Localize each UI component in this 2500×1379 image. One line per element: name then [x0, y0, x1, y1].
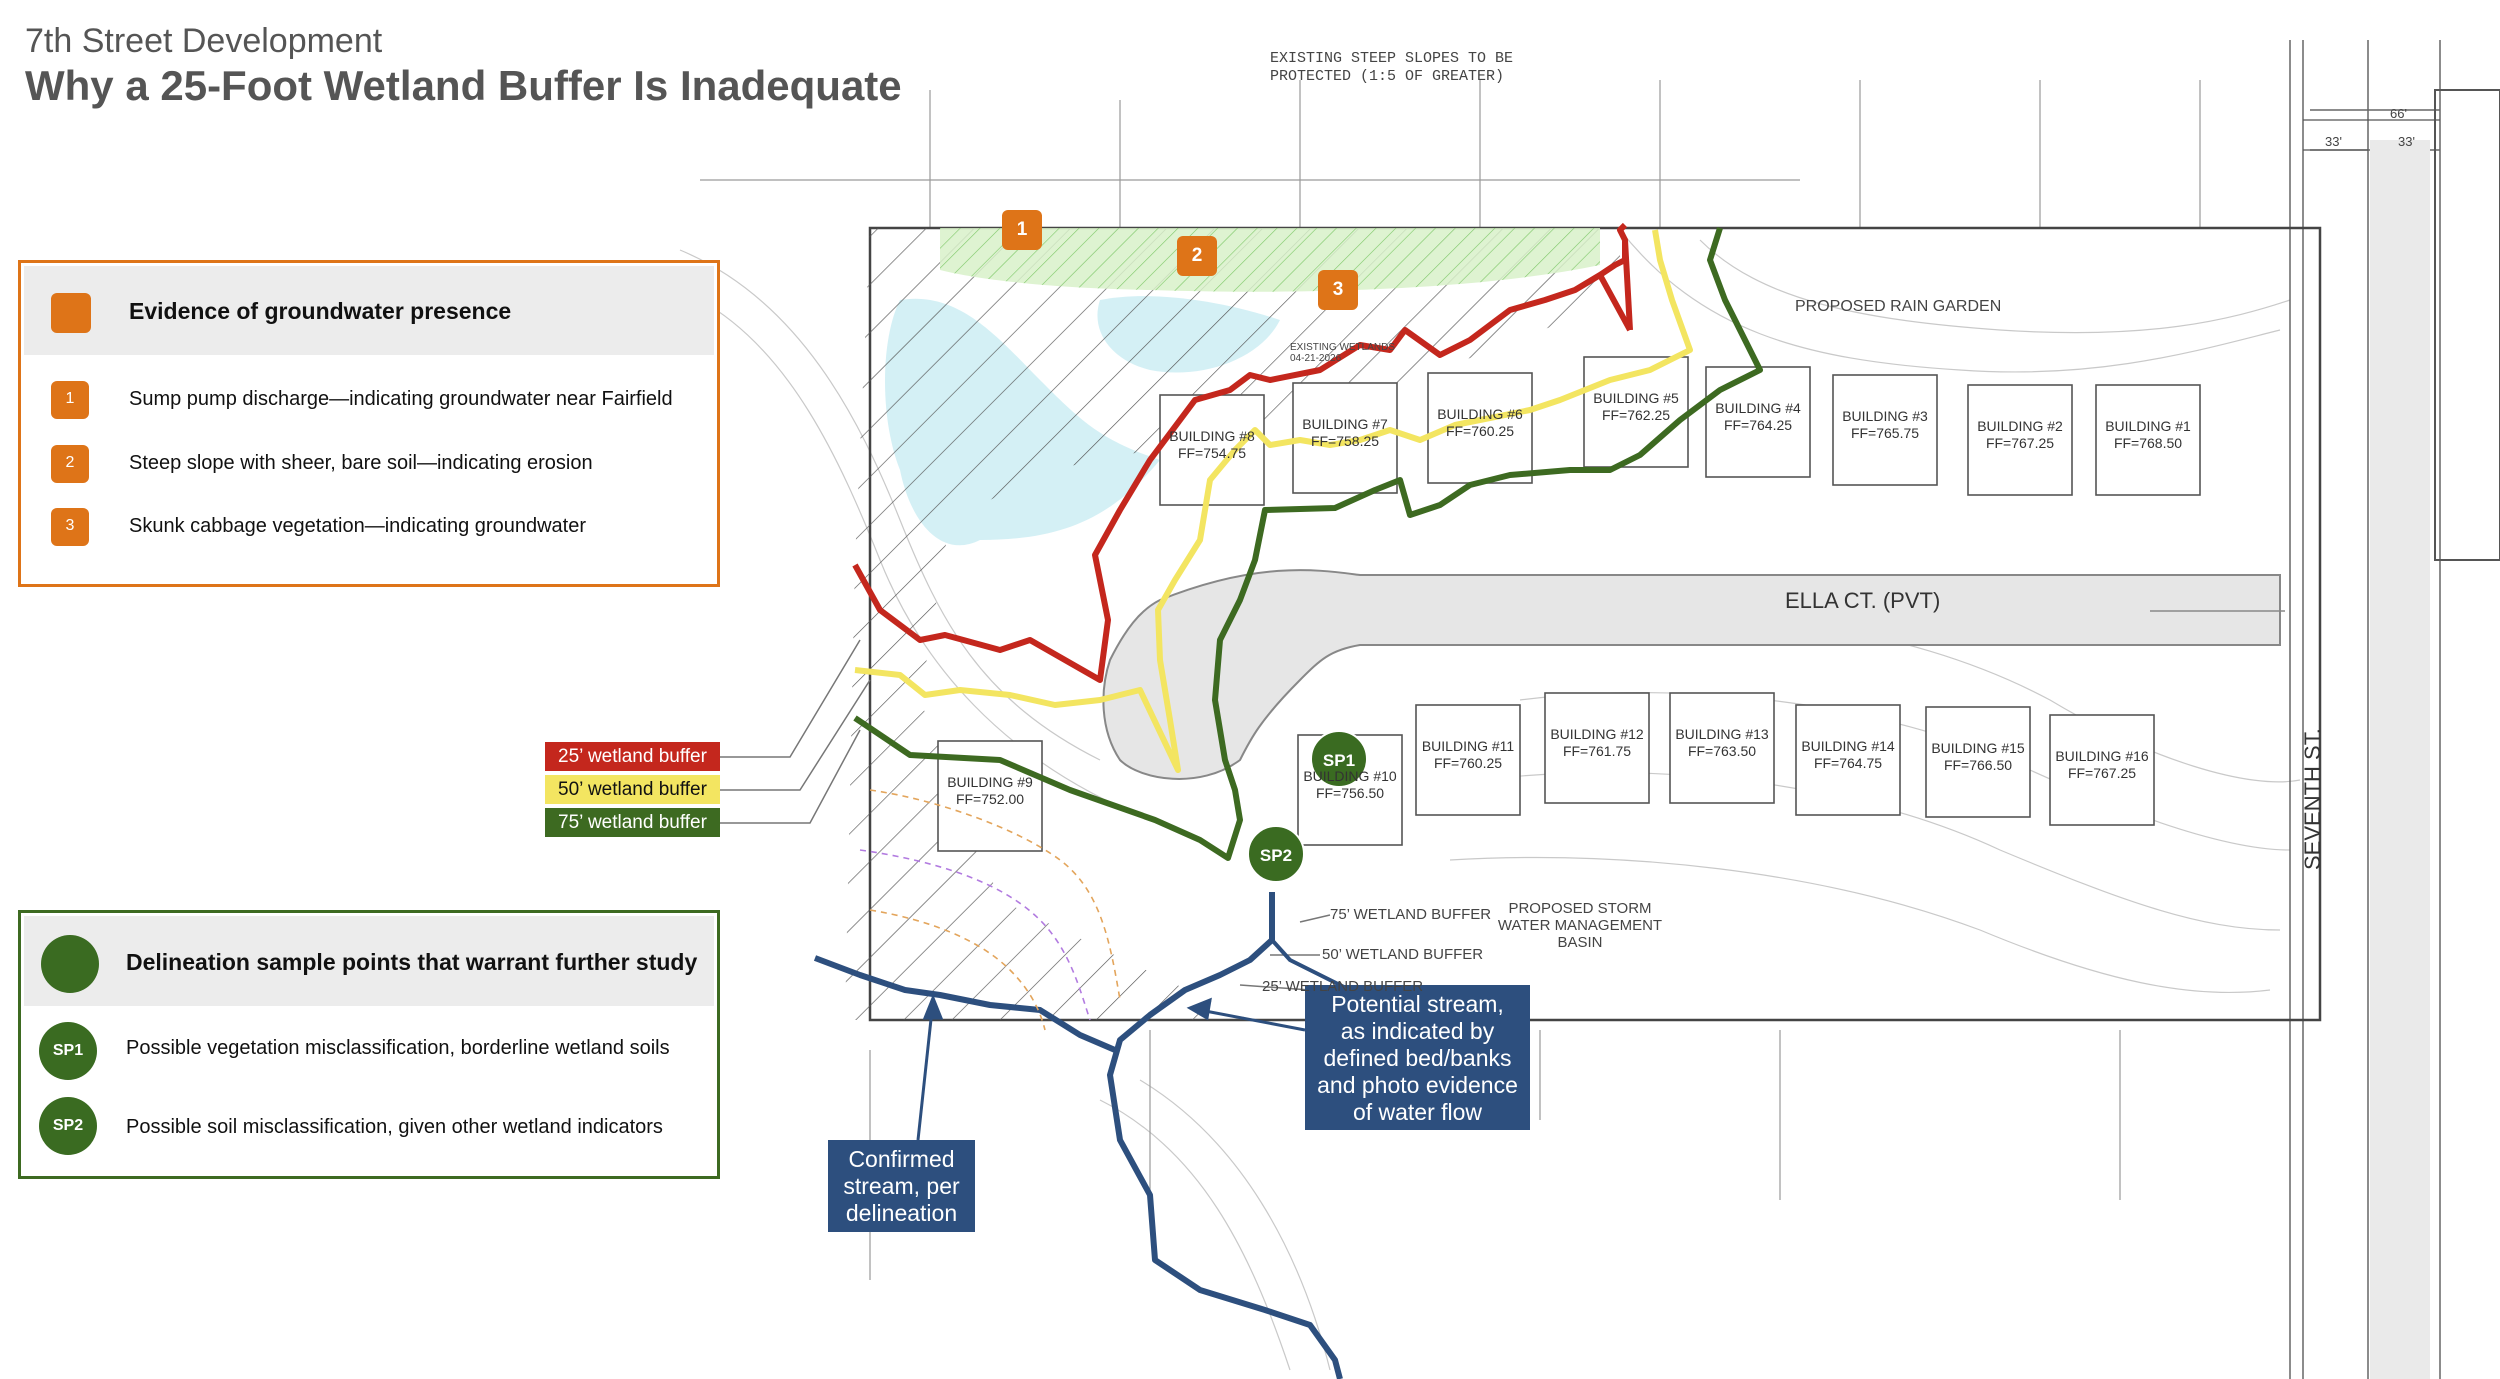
plan-buffer-label-75: 75’ WETLAND BUFFER: [1330, 906, 1492, 923]
sample-item-sp1-marker: SP1: [39, 1022, 97, 1080]
building-footprint: [1925, 706, 2031, 818]
lot-lines: [700, 80, 2201, 1280]
groundwater-legend-swatch: [51, 293, 91, 333]
buffer-line-50ft: [854, 229, 1693, 773]
buffer-legend-25ft: 25’ wetland buffer: [545, 742, 720, 771]
misc-dashed-lines: [859, 789, 1121, 1031]
sample-item-sp2-marker: SP2: [39, 1097, 97, 1155]
groundwater-item-2-text: Steep slope with sheer, bare soil—indica…: [129, 452, 593, 474]
rain-garden-label: PROPOSED RAIN GARDEN: [1795, 298, 2002, 315]
sample-point-sp1: SP1: [1310, 730, 1368, 788]
sample-item-sp1-text: Possible vegetation misclassification, b…: [126, 1037, 670, 1059]
dim-33-left: 33': [2325, 134, 2342, 149]
building-footprint: [2095, 384, 2201, 496]
potential-stream-callout: Potential stream, as indicated by define…: [1305, 985, 1530, 1130]
confirmed-stream-line: [813, 955, 1117, 1053]
building-footprint: [1544, 692, 1650, 804]
groundwater-item-2-marker: 2: [51, 445, 89, 483]
sample-legend-header: [24, 916, 714, 1006]
buffer-line-25ft-top: [1597, 273, 1633, 332]
callout-arrows: [916, 993, 1306, 1141]
sample-item-sp2-text: Possible soil misclassification, given o…: [126, 1116, 663, 1138]
steep-slopes-label: EXISTING STEEP SLOPES TO BE PROTECTED (1…: [1270, 50, 1514, 85]
buffer-legend-75ft: 75’ wetland buffer: [545, 808, 720, 837]
building-footprint: [1795, 704, 1901, 816]
seventh-street-pavement: [2370, 140, 2430, 1379]
dim-66: 66': [2390, 106, 2407, 121]
groundwater-marker-2: 2: [1177, 236, 1217, 276]
sample-legend-heading: Delineation sample points that warrant f…: [126, 949, 698, 975]
building-footprint: [2049, 714, 2155, 826]
sample-legend-swatch: [41, 935, 99, 993]
groundwater-legend-header: [24, 266, 714, 355]
groundwater-legend-panel: Evidence of groundwater presence 1 Sump …: [18, 260, 720, 587]
buffer-legend-50ft: 50’ wetland buffer: [545, 775, 720, 804]
subtitle: 7th Street Development: [25, 22, 383, 60]
sample-legend-panel: Delineation sample points that warrant f…: [18, 910, 720, 1179]
street-label: SEVENTH ST.: [2300, 728, 2325, 870]
wetland-label: EXISTING WETLANDS 04-21-2026: [1290, 342, 1396, 364]
groundwater-item-1-text: Sump pump discharge—indicating groundwat…: [129, 388, 673, 410]
plan-buffer-label-50: 50’ WETLAND BUFFER: [1322, 946, 1484, 963]
confirmed-stream-callout: Confirmed stream, per delineation: [828, 1140, 975, 1232]
seventh-street: [2289, 40, 2441, 1379]
buffer-leader-lines: [720, 639, 1331, 991]
potential-stream-line: [1107, 892, 1343, 1379]
storm-basin-label: PROPOSED STORM WATER MANAGEMENT BASIN: [1497, 900, 1663, 951]
building-footprint: [1832, 374, 1938, 486]
building-footprint: [1159, 394, 1265, 506]
groundwater-item-3-text: Skunk cabbage vegetation—indicating grou…: [129, 515, 586, 537]
page-title: Why a 25-Foot Wetland Buffer Is Inadequa…: [25, 62, 902, 109]
building-footprint: [1415, 704, 1521, 816]
groundwater-item-3-marker: 3: [51, 508, 89, 546]
building-footprint: [1292, 382, 1398, 494]
building-footprint: [1669, 692, 1775, 804]
ella-ct-road: [1102, 569, 2281, 780]
buffer-line-25ft: [852, 222, 1633, 683]
plan-buffer-label-25: 25’ WETLAND BUFFER: [1262, 978, 1424, 995]
groundwater-item-1-marker: 1: [51, 381, 89, 419]
groundwater-marker-3: 3: [1318, 270, 1358, 310]
road-label: ELLA CT. (PVT): [1785, 588, 1941, 613]
groundwater-marker-1: 1: [1002, 210, 1042, 250]
adjacent-lot: [2434, 89, 2500, 561]
dim-33-right: 33': [2398, 134, 2415, 149]
groundwater-legend-heading: Evidence of groundwater presence: [129, 298, 512, 324]
building-footprint: [1967, 384, 2073, 496]
sample-point-sp2: SP2: [1247, 825, 1305, 883]
dimension-lines: [2303, 119, 2440, 151]
buffer-line-75ft: [853, 227, 1763, 861]
